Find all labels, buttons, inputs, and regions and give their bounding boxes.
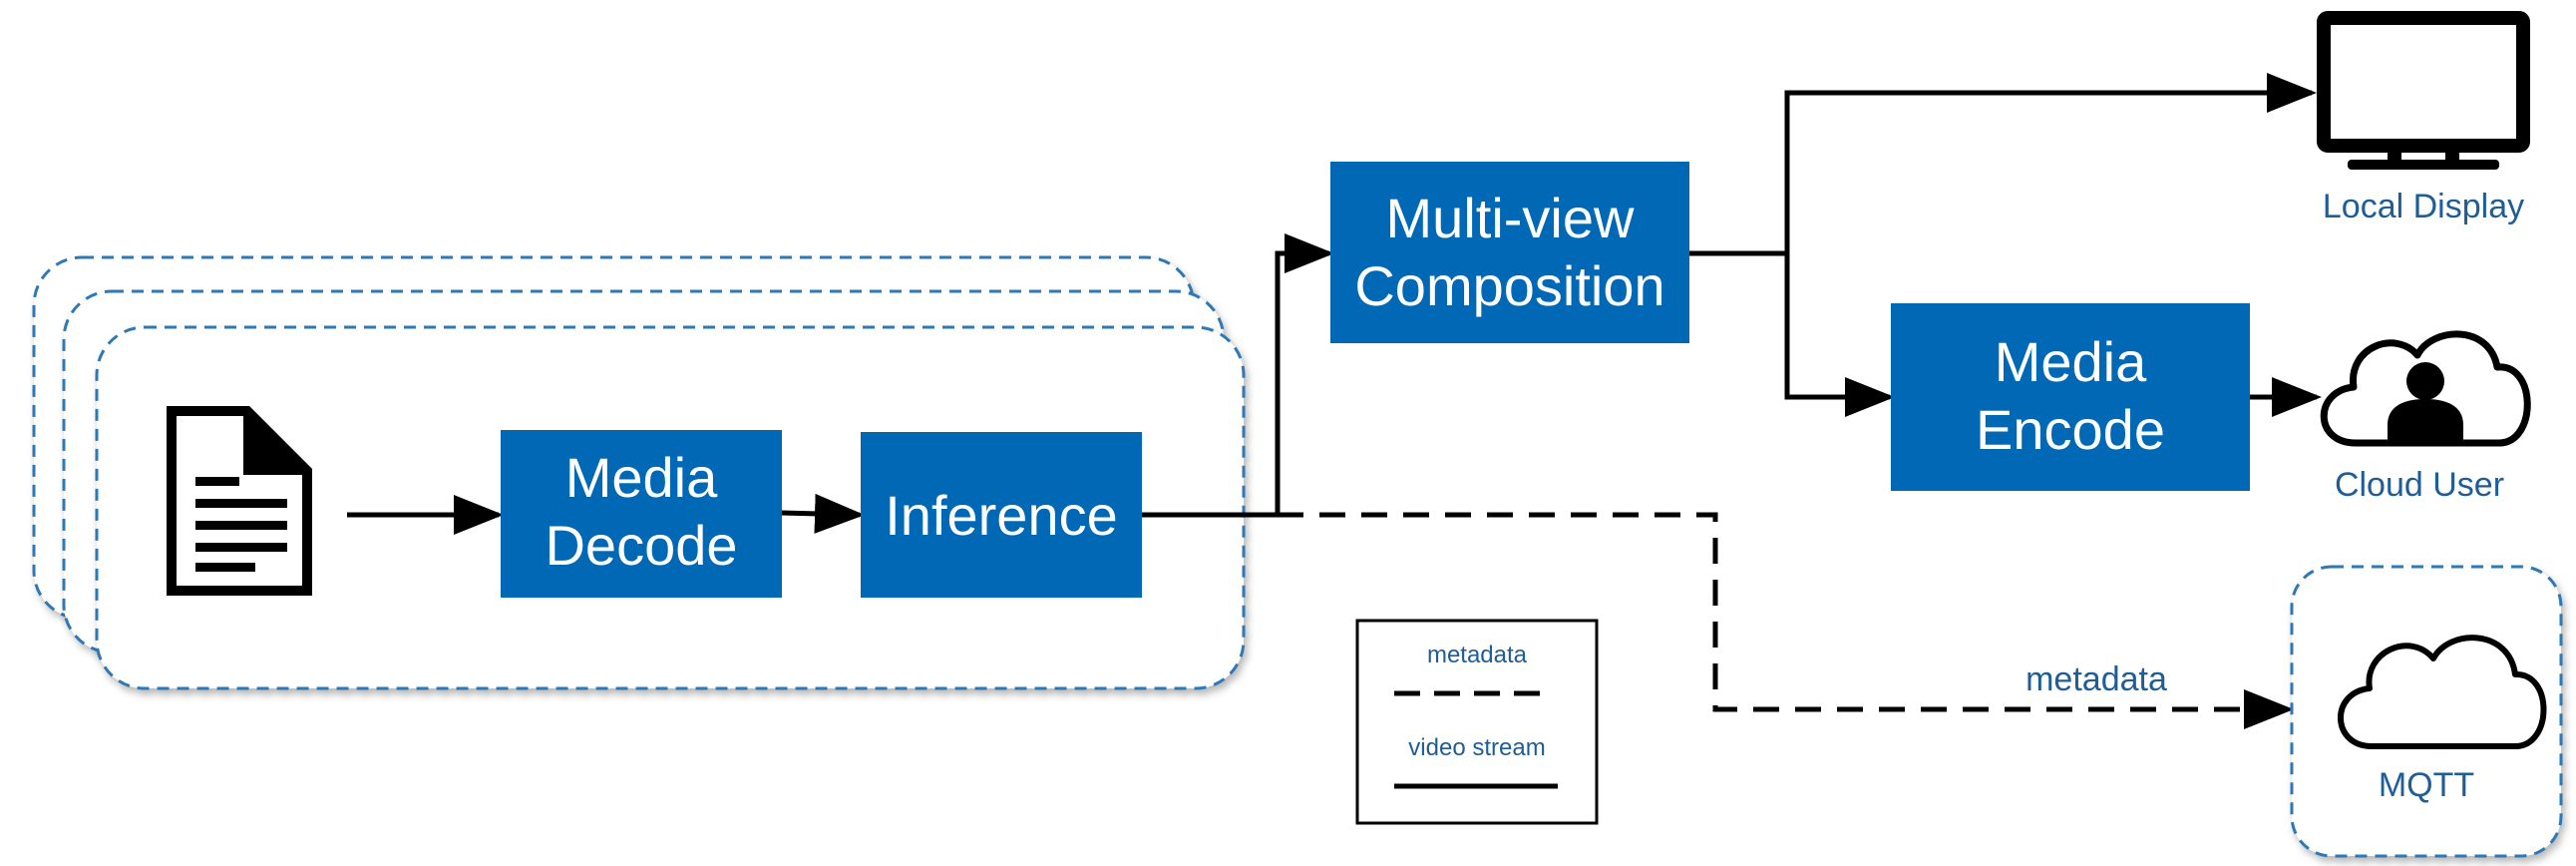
media-encode-line-1: Media xyxy=(1995,330,2147,393)
local-display-label: Local Display xyxy=(2323,188,2524,225)
cloud-user-icon xyxy=(2320,330,2531,447)
arrow-inference-to-composition xyxy=(1141,233,1334,518)
arrow-inference-to-mqtt xyxy=(1278,512,2294,729)
media-encode-block: Media Encode xyxy=(1891,303,2250,491)
cloud-user-label: Cloud User xyxy=(2335,466,2504,504)
video-stream-connectors xyxy=(347,73,2322,535)
media-decode-block: Media Decode xyxy=(501,430,782,598)
multiview-composition-block: Multi-view Composition xyxy=(1330,162,1689,343)
cloud-icon xyxy=(2338,635,2547,749)
legend-video-stream-label: video stream xyxy=(1408,734,1545,761)
legend-metadata-label: metadata xyxy=(1427,642,1528,668)
inference-label: Inference xyxy=(885,484,1118,547)
document-icon xyxy=(167,406,312,596)
metadata-edge-label: metadata xyxy=(2025,660,2167,698)
arrow-composition-to-encode xyxy=(1784,253,1895,417)
media-encode-line-2: Encode xyxy=(1976,398,2165,461)
arrow-composition-to-display xyxy=(1689,73,2317,256)
media-decode-line-2: Decode xyxy=(545,514,737,577)
monitor-icon xyxy=(2317,11,2530,170)
media-decode-line-1: Media xyxy=(565,446,718,509)
arrow-decode-to-inference xyxy=(780,493,865,534)
legend: metadata video stream xyxy=(1355,619,1599,825)
composition-line-2: Composition xyxy=(1354,254,1664,317)
mqtt-label: MQTT xyxy=(2379,766,2474,804)
mqtt-endpoint: MQTT xyxy=(2290,565,2563,858)
legend-box xyxy=(1355,619,1599,825)
inference-block: Inference xyxy=(861,432,1142,598)
composition-line-1: Multi-view xyxy=(1386,187,1635,249)
